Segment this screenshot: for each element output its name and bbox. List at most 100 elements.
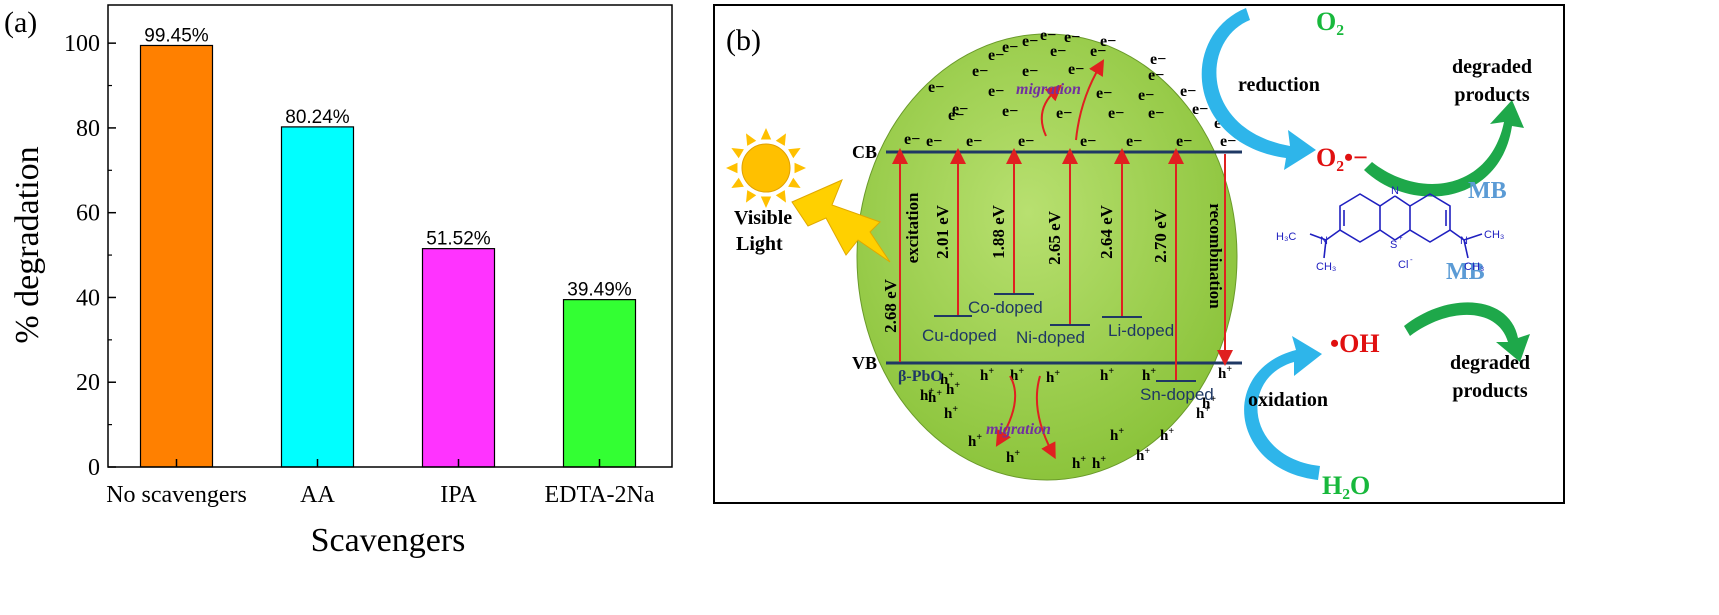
bar: [562, 299, 637, 468]
x-tick-label: EDTA-2Na: [544, 482, 654, 508]
dopant-label: Co-doped: [968, 298, 1043, 317]
y-tick-label: 60: [76, 201, 100, 227]
y-tick-label: 80: [76, 116, 100, 142]
dopant-label: Sn-doped: [1140, 385, 1214, 404]
electron: e−: [1150, 51, 1166, 68]
panel-a-bar-chart: (a) 99.45%80.24%51.52%39.49% 02040608010…: [4, 4, 673, 559]
electron: e−: [988, 47, 1004, 64]
electron: e−: [1022, 33, 1038, 50]
mb-ring-s: S: [1390, 239, 1397, 251]
bandgap-label: 2.70 eV: [1151, 208, 1170, 263]
products-text: products: [1452, 380, 1527, 402]
y-tick-label: 0: [88, 455, 100, 481]
sun-ray: [775, 190, 786, 203]
electron: e−: [1192, 101, 1208, 118]
green-arrow-bottom: [1404, 302, 1530, 362]
electron: e−: [952, 101, 968, 118]
bar-series: 99.45%80.24%51.52%39.49%: [139, 25, 637, 468]
bar-value-label: 39.49%: [567, 280, 632, 301]
electron: e−: [972, 63, 988, 80]
sun-ray: [731, 177, 744, 188]
electron: e−: [904, 131, 920, 148]
mb-s-charge: +: [1398, 233, 1403, 242]
x-axis-label: Scavengers: [311, 522, 466, 559]
electron: e−: [948, 107, 964, 124]
mb-label-bottom: MB: [1446, 259, 1485, 285]
electron: e−: [1096, 85, 1112, 102]
electron: e−: [928, 79, 944, 96]
y-tick-label: 40: [76, 285, 100, 311]
superoxide-label: O₂•−: [1316, 143, 1368, 172]
electron: e−: [1068, 61, 1084, 78]
hole-migration-arrow: [1035, 375, 1056, 460]
reduction-text: reduction: [1238, 74, 1320, 96]
visible-text: Visible: [734, 207, 792, 229]
x-tick-label: AA: [300, 482, 335, 508]
mb-ch3-right-low: CH₃: [1464, 261, 1484, 273]
electron: e−: [1050, 43, 1066, 60]
x-tick-label: IPA: [440, 482, 477, 508]
dopant-label: Ni-doped: [1016, 328, 1085, 347]
panel-b-mechanism-diagram: (b) Visible Light CB VB e−e−e−e−e−e−e−e−…: [713, 4, 1565, 504]
electron: e−: [1180, 83, 1196, 100]
sun-ray: [746, 190, 757, 203]
sun-ray: [794, 162, 806, 174]
degraded-text: degraded: [1450, 352, 1530, 374]
dopant-label: Li-doped: [1108, 321, 1174, 340]
bar: [280, 126, 355, 468]
o2-label: O₂: [1316, 7, 1344, 36]
bandgap-label: 2.01 eV: [933, 204, 952, 259]
electron: e−: [966, 133, 982, 150]
methylene-blue-structure: [1309, 193, 1483, 259]
electron-migration-arrow: [1075, 59, 1105, 141]
oxidation-blue-arrow: [1244, 336, 1322, 480]
hole-migration-arrow: [995, 375, 1017, 447]
electron: e−: [1108, 105, 1124, 122]
hydroxyl-label: •OH: [1330, 329, 1380, 358]
bandgap-label: 1.88 eV: [989, 204, 1008, 259]
bandgap-label: 2.64 eV: [1097, 204, 1116, 259]
mb-ch3-right: CH₃: [1484, 229, 1504, 241]
cb-label: CB: [852, 142, 877, 162]
electron: e−: [1080, 133, 1096, 150]
dopant-label: Cu-doped: [922, 326, 997, 345]
bar-value-label: 80.24%: [285, 107, 350, 128]
sun-ray: [726, 162, 738, 174]
sun-ray: [760, 128, 772, 140]
electron: e−: [1220, 133, 1236, 150]
green-arrow-top: [1364, 100, 1524, 197]
light-text: Light: [736, 233, 783, 255]
bar-value-label: 99.45%: [144, 25, 209, 46]
electron: e−: [1148, 67, 1164, 84]
sun-ray: [746, 133, 757, 146]
electron: e−: [1040, 27, 1056, 44]
mb-counter-charge: -: [1410, 255, 1413, 264]
electron: e−: [1018, 133, 1034, 150]
degraded-text: degraded: [1452, 56, 1532, 78]
h2o-label: H₂O: [1322, 471, 1370, 500]
mb-n-left: N: [1320, 235, 1328, 247]
sun-ray: [788, 177, 801, 188]
oxidation-text: oxidation: [1248, 389, 1328, 411]
y-axis-label: % degradation: [9, 146, 46, 343]
electron: e−: [1100, 33, 1116, 50]
panel-a-label: (a): [4, 6, 37, 39]
bandgap-label: 2.65 eV: [1045, 210, 1064, 265]
sun-icon: [726, 128, 806, 208]
electron: e−: [1126, 133, 1142, 150]
mb-methyl-left: H₃C: [1276, 231, 1296, 243]
mb-counter-ion: Cl: [1398, 259, 1408, 271]
electron: e−: [988, 83, 1004, 100]
sun-ray: [731, 148, 744, 159]
reduction-blue-arrow: [1201, 8, 1316, 170]
methylene-blue-labels: N S + Cl - H₃C N CH₃ N CH₃ CH₃: [1276, 185, 1504, 273]
photocatalyst-particle: [856, 33, 1238, 481]
electron: e−: [1176, 133, 1192, 150]
bar: [421, 248, 496, 468]
host-label: β-PbO: [898, 368, 943, 385]
sun-ray: [788, 148, 801, 159]
sun-ray: [760, 196, 772, 208]
x-tick-label: No scavengers: [106, 482, 247, 508]
